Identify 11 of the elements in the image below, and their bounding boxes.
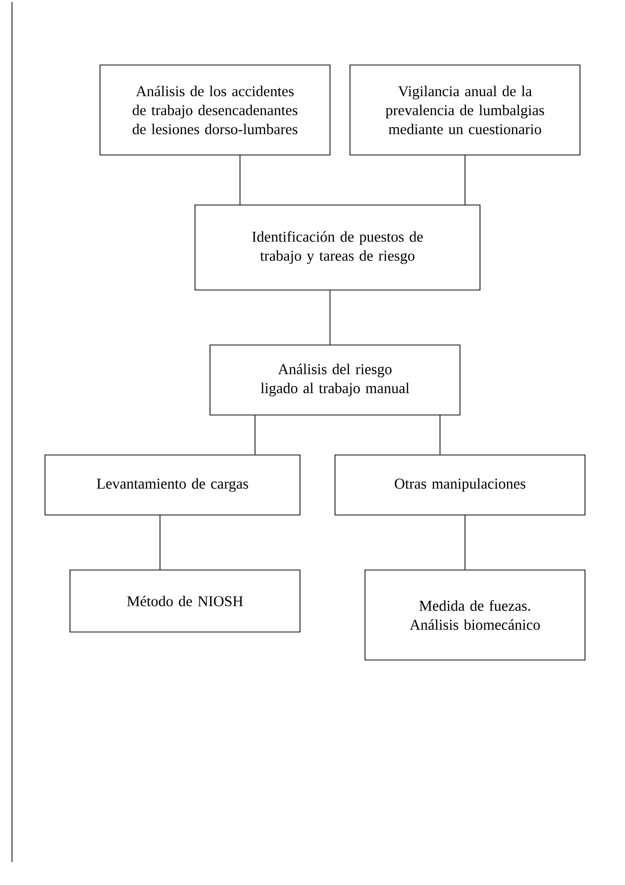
process-box: Análisis del riesgo ligado al trabajo manual bbox=[210, 344, 460, 416]
process-box: Vigilancia anual de la prevalencia de lumbalgias mediante un cuestionario bbox=[350, 64, 580, 156]
process-box: Levantamiento de cargas bbox=[44, 454, 300, 516]
connector-line bbox=[254, 415, 256, 455]
process-box: Método de NIOSH bbox=[70, 570, 300, 632]
connector-line bbox=[464, 515, 466, 570]
process-box: Otras manipulaciones bbox=[334, 454, 586, 516]
process-box: Medida de fuezas. Análisis biomecánico bbox=[364, 570, 586, 660]
process-box: Identificación de puestos de trabajo y tareas de riesgo bbox=[194, 204, 480, 290]
process-box: Análisis de los accidentes de trabajo desencadenantes de lesiones dorso-lumbares bbox=[100, 64, 330, 156]
connector-line bbox=[464, 155, 466, 205]
